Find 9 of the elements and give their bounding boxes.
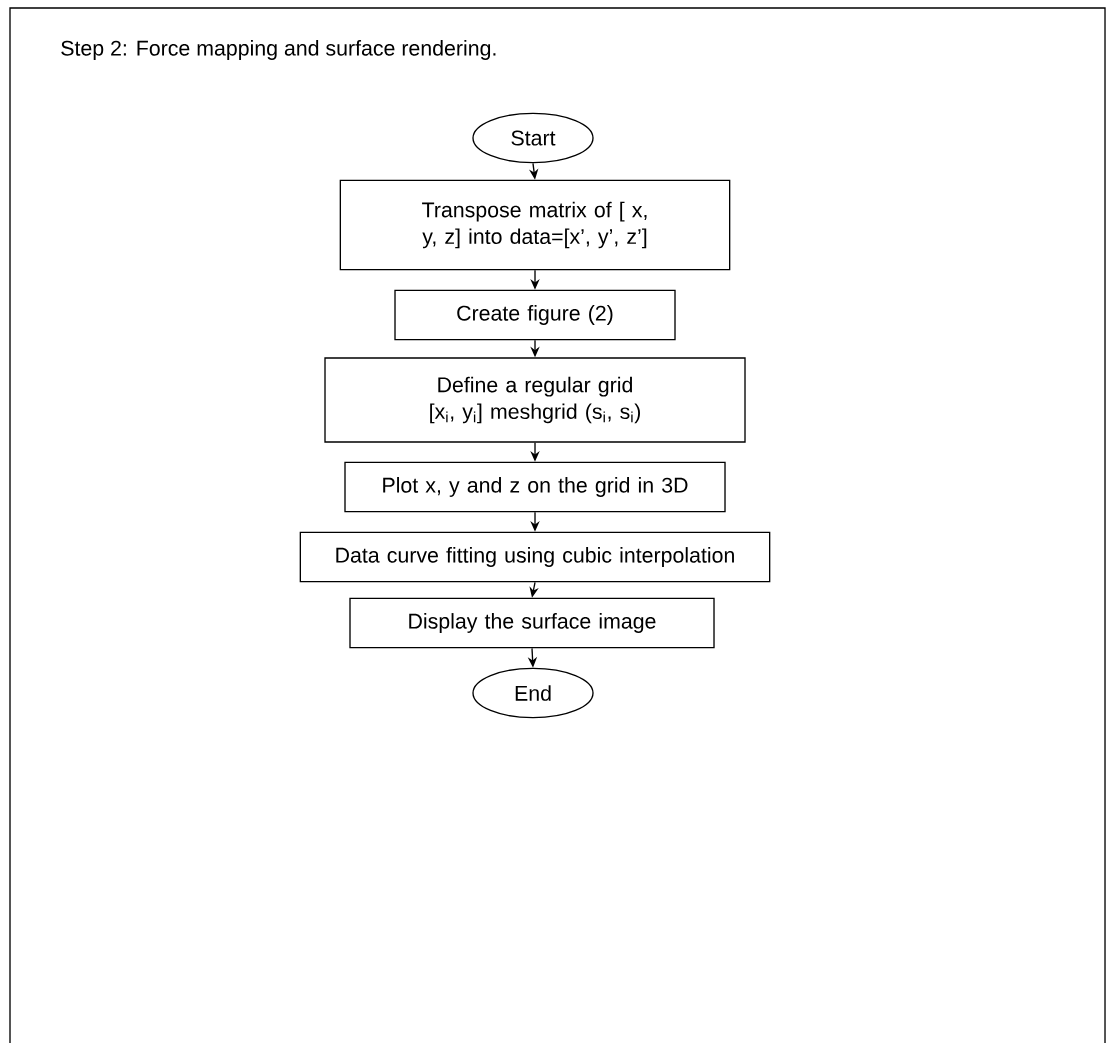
terminal-oval: Start	[472, 112, 594, 164]
process-box: Display the surface image	[349, 597, 715, 649]
process-box: Define a regular grid [x$_{i}$, y$_{i}$] meshgrid (s$_{i}$, s$_{i}$)	[324, 357, 746, 443]
process-box: Create figure (2)	[394, 289, 676, 341]
process-box: Transpose matrix of [ x, y, z] into data=[x’, y’, z’]	[339, 179, 731, 271]
title: Step 2: Force mapping and surface rendering.	[61, 40, 496, 60]
terminal-oval: End	[472, 667, 594, 719]
process-box: Plot x, y and z on the grid in 3D	[344, 461, 726, 513]
process-box: Data curve fitting using cubic interpolation	[299, 531, 771, 583]
